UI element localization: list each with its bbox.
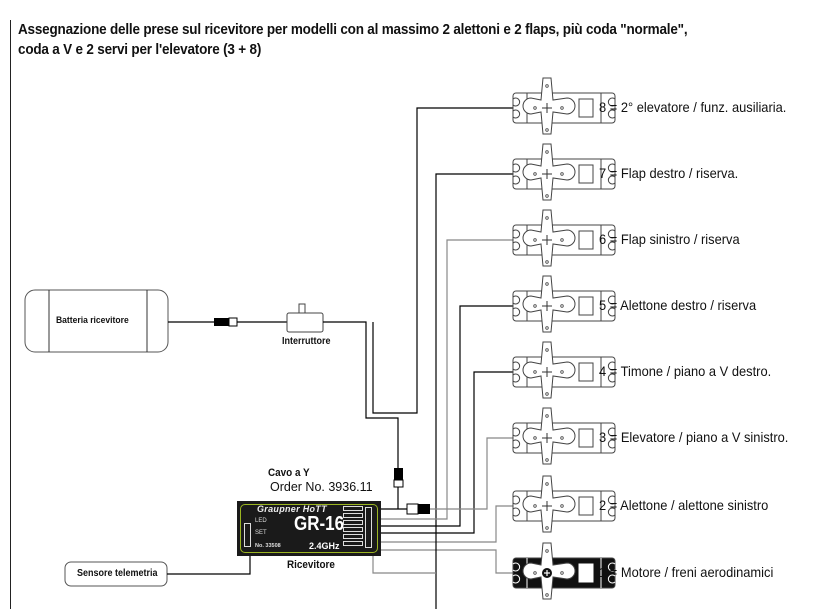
servo-wire [372,556,436,574]
diagram-title: Assegnazione delle prese sul ricevitore … [18,20,776,60]
title-line-1: Assegnazione delle prese sul ricevitore … [18,22,688,38]
y-cable-label: Cavo a Y [268,467,310,479]
servo-wire [372,107,513,414]
servo-wire [381,505,513,543]
receiver-port [343,520,363,525]
battery-connector [214,317,238,327]
servo-wires [372,107,513,609]
servo-label-ch1: 1 = Motore / freni aerodinamici [599,564,774,580]
servo-label-ch8: 8 = 2° elevatore / funz. ausiliaria. [599,99,787,115]
servo-icon [512,475,616,533]
servo-icon [512,542,616,600]
receiver-port [343,541,363,546]
servo-wire [381,371,513,534]
servo-label-ch7: 7 = Flap destro / riserva. [599,165,739,181]
servo-label-ch3: 3 = Elevatore / piano a V sinistro. [599,429,789,445]
servo-icon [512,143,616,201]
y-cable-order-number: Order No. 3936.11 [270,480,373,494]
receiver-port [343,513,363,518]
receiver-border [240,504,378,553]
servo-label-ch6: 6 = Flap sinistro / riserva [599,231,740,247]
receiver-set-label: SET [255,530,267,536]
servo-icon [512,341,616,399]
servo-label-ch5: 5 = Alettone destro / riserva [599,297,757,313]
left-margin-rule [10,20,11,609]
receiver-telemetry-port [244,523,251,547]
receiver-servo-ports [343,506,363,548]
switch-icon [286,303,324,333]
servo-icon [512,407,616,465]
receiver-port [343,534,363,539]
telemetry-sensor-label: Sensore telemetria [77,568,158,579]
receiver-brand: Graupner HoTT [257,504,327,514]
receiver-led-label: LED [255,518,267,524]
servo-label-ch4: 4 = Timone / piano a V destro. [599,363,772,379]
servo-wire [435,173,513,520]
switch-wire [323,321,399,468]
telemetry-wire [167,556,251,575]
switch-label: Interruttore [282,336,331,347]
servo-wire [381,305,513,527]
receiver-label: Ricevitore [287,559,335,571]
servo-wire [381,549,513,574]
receiver-part-number: No. 33508 [255,543,281,549]
servo-label-ch2: 2 = Alettone / alettone sinistro [599,497,769,513]
servo-icon [512,209,616,267]
receiver-model: GR-16 [294,513,345,535]
y-cable-connector-horizontal [406,503,430,515]
receiver-frequency: 2.4GHz [309,541,340,551]
title-line-2: coda a V e 2 servi per l'elevatore (3 + … [18,42,262,58]
battery-pack [24,289,169,353]
servo-icon [512,275,616,333]
receiver-port [343,527,363,532]
servo-wire [430,437,513,510]
receiver-side-connector [365,507,372,548]
servo-icon [512,77,616,135]
servo-group [512,77,616,600]
battery-label: Batteria ricevitore [56,315,129,326]
y-cable-connector-vertical [393,468,404,488]
receiver-port [343,506,363,511]
receiver-gr16: Graupner HoTT GR-16 LED SET No. 33508 2.… [237,501,381,556]
servo-wire [381,239,513,520]
